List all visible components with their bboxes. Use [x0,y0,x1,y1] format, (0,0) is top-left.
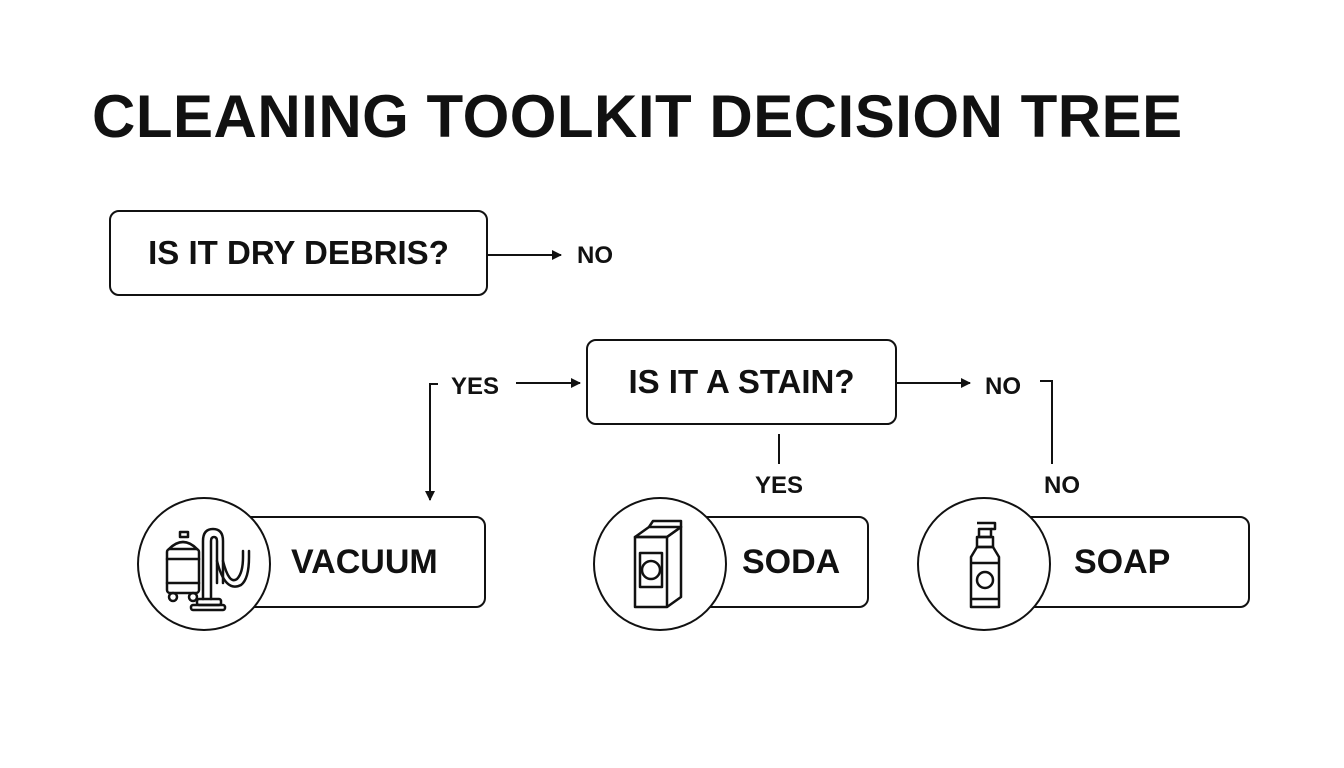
label-q2-yes: YES [755,472,804,499]
label-q2-no: NO [985,373,1021,400]
vacuum-icon [165,527,251,612]
baking-soda-box-icon [633,519,683,609]
label-q2-no-down: NO [1044,472,1080,499]
line-yes-to-vacuum [425,383,438,501]
page-title: CLEANING TOOLKIT DECISION TREE [92,83,1183,150]
label-q1-yes: YES [451,373,500,400]
soda-icon-circle [593,497,727,631]
question-stain-text: IS IT A STAIN? [628,363,855,400]
outcome-soap-label: SOAP [1074,542,1171,581]
outcome-soda-label: SODA [742,542,841,581]
vacuum-icon-circle [137,497,271,631]
question-stain: IS IT A STAIN? [586,339,897,425]
question-dry-debris-text: IS IT DRY DEBRIS? [148,234,449,271]
outcome-vacuum-label: VACUUM [291,542,438,581]
question-dry-debris: IS IT DRY DEBRIS? [109,210,488,296]
label-q1-no: NO [577,242,613,269]
line-no-down [1040,380,1053,464]
soap-icon-circle [917,497,1051,631]
soap-bottle-icon [969,521,1001,609]
